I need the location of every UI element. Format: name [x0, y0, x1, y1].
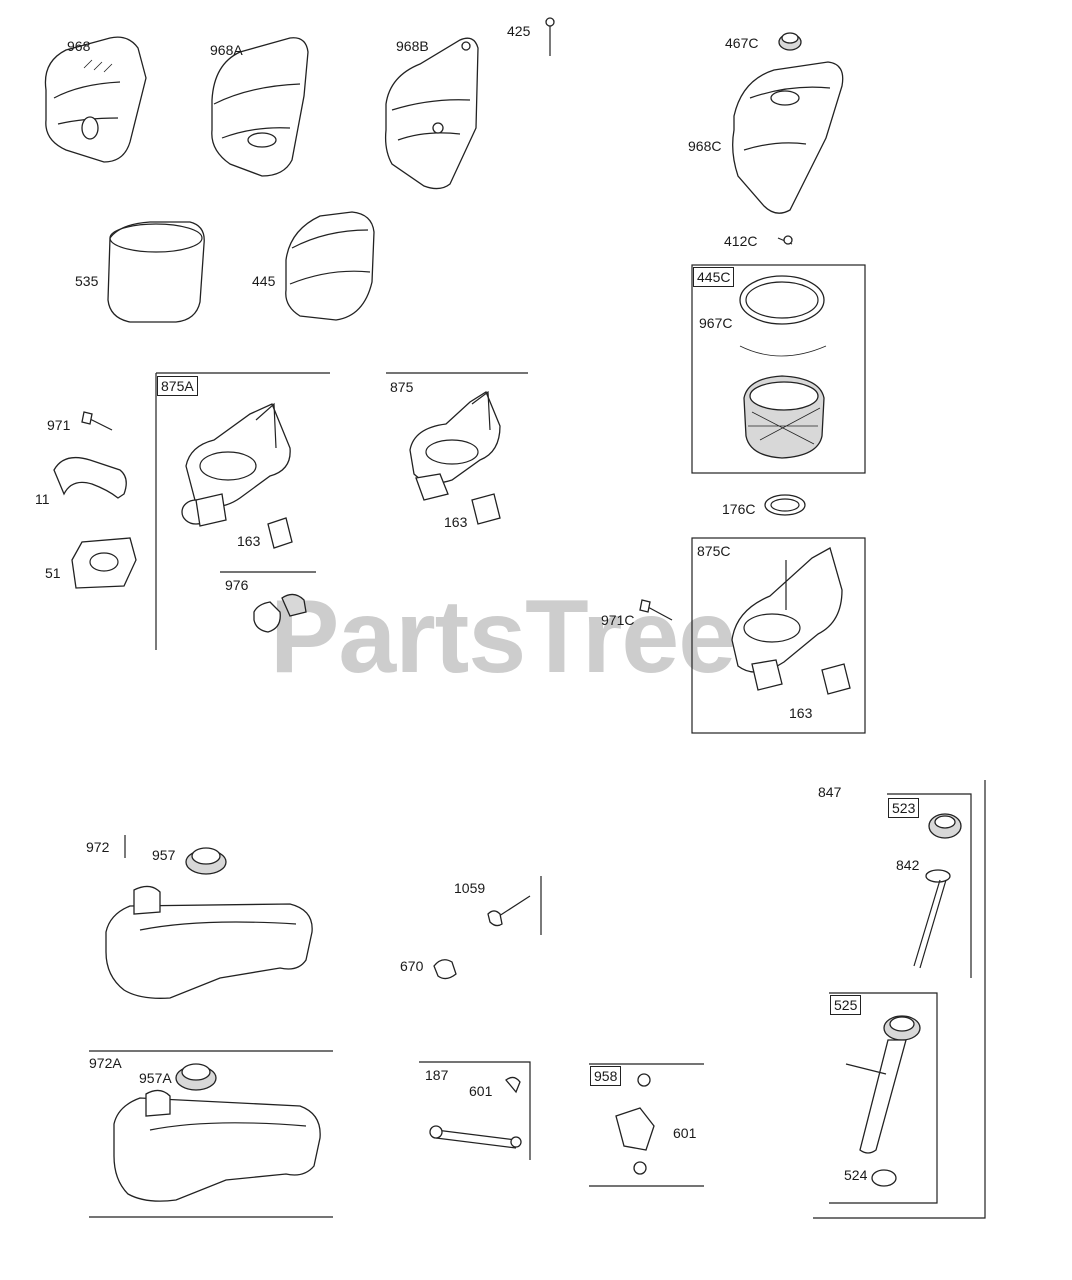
- part-968A: [211, 37, 309, 177]
- part-670: [433, 959, 457, 980]
- part-976: [253, 593, 307, 633]
- part-968: [44, 36, 147, 163]
- part-875: [409, 390, 501, 501]
- part-525: [845, 1015, 921, 1154]
- part-968C: [732, 61, 844, 214]
- part-523-842: [913, 813, 962, 969]
- label-445C: 445C: [693, 267, 735, 287]
- label-976: 976: [225, 577, 249, 593]
- part-425: [545, 17, 555, 56]
- label-971: 971: [47, 417, 71, 433]
- label-968B: 968B: [396, 38, 429, 54]
- part-971: [81, 411, 113, 431]
- label-163b: 163: [444, 514, 468, 530]
- label-875A: 875A: [157, 376, 198, 396]
- part-958: [615, 1073, 655, 1175]
- part-972A: [113, 1063, 321, 1202]
- label-445: 445: [252, 273, 276, 289]
- group-frames: [89, 264, 986, 1219]
- label-535: 535: [75, 273, 99, 289]
- part-1059: [487, 895, 531, 927]
- part-535: [107, 221, 205, 323]
- label-875: 875: [390, 379, 414, 395]
- watermark: PartsTree: [270, 579, 736, 695]
- part-163-gaskets: [267, 493, 851, 695]
- label-163a: 163: [237, 533, 261, 549]
- label-842: 842: [896, 857, 920, 873]
- label-967C: 967C: [699, 315, 733, 331]
- part-971C: [639, 599, 673, 621]
- label-968C: 968C: [688, 138, 722, 154]
- label-957: 957: [152, 847, 176, 863]
- label-523: 523: [888, 798, 920, 818]
- frame-523: [887, 793, 972, 978]
- part-412C: [777, 235, 793, 245]
- frame-875C: [691, 537, 866, 734]
- part-51: [71, 537, 137, 589]
- label-425: 425: [507, 23, 531, 39]
- label-875C: 875C: [697, 543, 731, 559]
- label-51: 51: [45, 565, 61, 581]
- label-968: 968: [67, 38, 91, 54]
- part-968B: [384, 37, 479, 190]
- label-176C: 176C: [722, 501, 756, 517]
- label-467C: 467C: [725, 35, 759, 51]
- part-972: [105, 847, 313, 999]
- label-968A: 968A: [210, 42, 243, 58]
- label-412C: 412C: [724, 233, 758, 249]
- label-957A: 957A: [139, 1070, 172, 1086]
- label-670: 670: [400, 958, 424, 974]
- label-525: 525: [830, 995, 862, 1015]
- label-601b: 601: [673, 1125, 697, 1141]
- label-163c: 163: [789, 705, 813, 721]
- part-875C: [731, 547, 843, 691]
- label-958: 958: [590, 1066, 622, 1086]
- label-601a: 601: [469, 1083, 493, 1099]
- part-187: [429, 1076, 522, 1149]
- frame-847: [813, 780, 986, 1219]
- part-11: [53, 456, 127, 499]
- frame-875A: [155, 372, 330, 650]
- part-467C: [778, 32, 802, 51]
- part-176C: [764, 494, 806, 516]
- frame-187: [419, 1061, 531, 1160]
- label-1059: 1059: [454, 880, 486, 896]
- label-971C: 971C: [601, 612, 635, 628]
- frame-525: [829, 992, 938, 1204]
- frame-445C: [691, 264, 866, 474]
- frame-958: [589, 1063, 704, 1187]
- part-875A: [181, 402, 291, 527]
- part-445C: [739, 275, 827, 459]
- part-445: [285, 211, 375, 321]
- frame-972A: [89, 1050, 333, 1218]
- label-972: 972: [86, 839, 110, 855]
- part-524: [871, 1169, 897, 1187]
- label-11: 11: [35, 491, 50, 507]
- label-972A: 972A: [89, 1055, 122, 1071]
- label-847: 847: [818, 784, 842, 800]
- label-187: 187: [425, 1067, 449, 1083]
- label-524: 524: [844, 1167, 868, 1183]
